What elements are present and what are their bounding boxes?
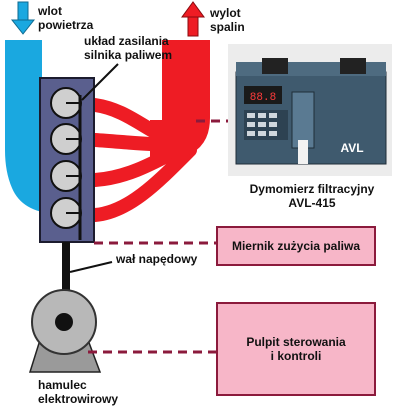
fuel-consumption-meter-label: Miernik zużycia paliwa (231, 239, 361, 253)
brake-label: hamulec elektrowirowy (38, 378, 119, 406)
smoke-meter-label: Dymomierz filtracyjny AVL-415 (249, 182, 375, 210)
exhaust-arrow (181, 1, 205, 37)
fuel-system-leader (81, 63, 119, 101)
drive-shaft-leader (69, 261, 113, 273)
fuel-system-label: układ zasilania silnika paliwem (84, 34, 173, 62)
exhaust-label: wylot spalin (210, 6, 245, 34)
drive-shaft (62, 242, 70, 302)
air-inlet-label: wlot powietrza (38, 4, 94, 32)
device-logo: AVL (340, 141, 363, 155)
smoke-meter-photo: 88.8 AVL (228, 44, 392, 176)
drive-shaft-label: wał napędowy (116, 252, 198, 266)
exhaust-stack (150, 40, 210, 160)
control-desk-box: Pulpit sterowania i kontroli (216, 302, 376, 396)
air-inlet-arrow (10, 1, 36, 35)
fuel-consumption-meter-box: Miernik zużycia paliwa (216, 226, 376, 266)
device-display-readout: 88.8 (250, 92, 276, 104)
eddy-current-brake (28, 289, 102, 373)
control-desk-label: Pulpit sterowania i kontroli (246, 335, 346, 363)
fuel-injectors (66, 102, 80, 214)
